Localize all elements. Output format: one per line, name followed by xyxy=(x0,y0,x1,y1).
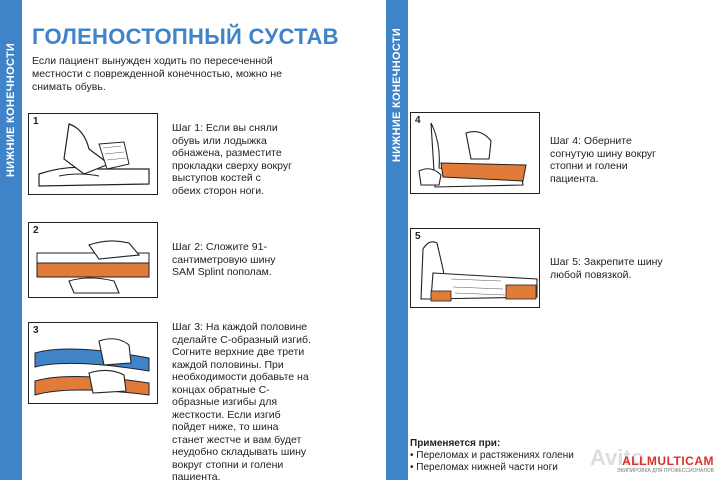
step-4-number: 4 xyxy=(415,115,421,126)
step-3-illustration: 3 xyxy=(28,322,158,404)
brand-name: ALLMULTICAM xyxy=(622,454,714,468)
step-4-illustration: 4 xyxy=(410,112,540,194)
step-4-text: Шаг 4: Оберните согнутую шину вокруг сто… xyxy=(550,135,657,185)
intro-text: Если пациент вынужден ходить по пересече… xyxy=(32,55,282,93)
applies-heading: Применяется при: xyxy=(410,438,501,449)
step-3-text: Шаг 3: На каждой половине сделайте С-обр… xyxy=(172,321,311,480)
brand-tagline: ЭКИПИРОВКА ДЛЯ ПРОФЕССИОНАЛОВ xyxy=(616,468,714,474)
sidebar-label-right: НИЖНИЕ КОНЕЧНОСТИ xyxy=(391,27,403,163)
right-sidebar: НИЖНИЕ КОНЕЧНОСТИ xyxy=(386,0,408,480)
step-1-drawing xyxy=(38,123,150,187)
step-3-drawing xyxy=(34,338,150,396)
page-title: ГОЛЕНОСТОПНЫЙ СУСТАВ xyxy=(32,24,339,49)
step-1-number: 1 xyxy=(33,116,39,127)
step-2-number: 2 xyxy=(33,225,39,236)
step-1-text: Шаг 1: Если вы сняли обувь или лодыжка о… xyxy=(172,122,292,197)
applies-section: Применяется при: • Переломах и растяжени… xyxy=(410,438,574,474)
step-5-text: Шаг 5: Закрепите шину любой повязкой. xyxy=(550,256,663,281)
brand-logo: ALLMULTICAM ЭКИПИРОВКА ДЛЯ ПРОФЕССИОНАЛО… xyxy=(617,454,714,474)
step-2-drawing xyxy=(36,240,150,294)
applies-item: • Переломах и растяжениях голени xyxy=(410,450,574,461)
step-5-illustration: 5 xyxy=(410,228,540,308)
step-5-drawing xyxy=(420,241,538,302)
step-1-illustration: 1 xyxy=(28,113,158,195)
applies-item: • Переломах нижней части ноги xyxy=(410,462,558,473)
sidebar-label: НИЖНИЕ КОНЕЧНОСТИ xyxy=(5,42,17,178)
step-4-drawing xyxy=(418,122,527,188)
step-2-text: Шаг 2: Сложите 91-сантиметровую шину SAM… xyxy=(172,241,276,278)
step-2-illustration: 2 xyxy=(28,222,158,298)
step-3-number: 3 xyxy=(33,325,39,336)
left-sidebar: НИЖНИЕ КОНЕЧНОСТИ xyxy=(0,0,22,480)
step-5-number: 5 xyxy=(415,231,421,242)
avito-watermark: Avito xyxy=(590,445,645,470)
